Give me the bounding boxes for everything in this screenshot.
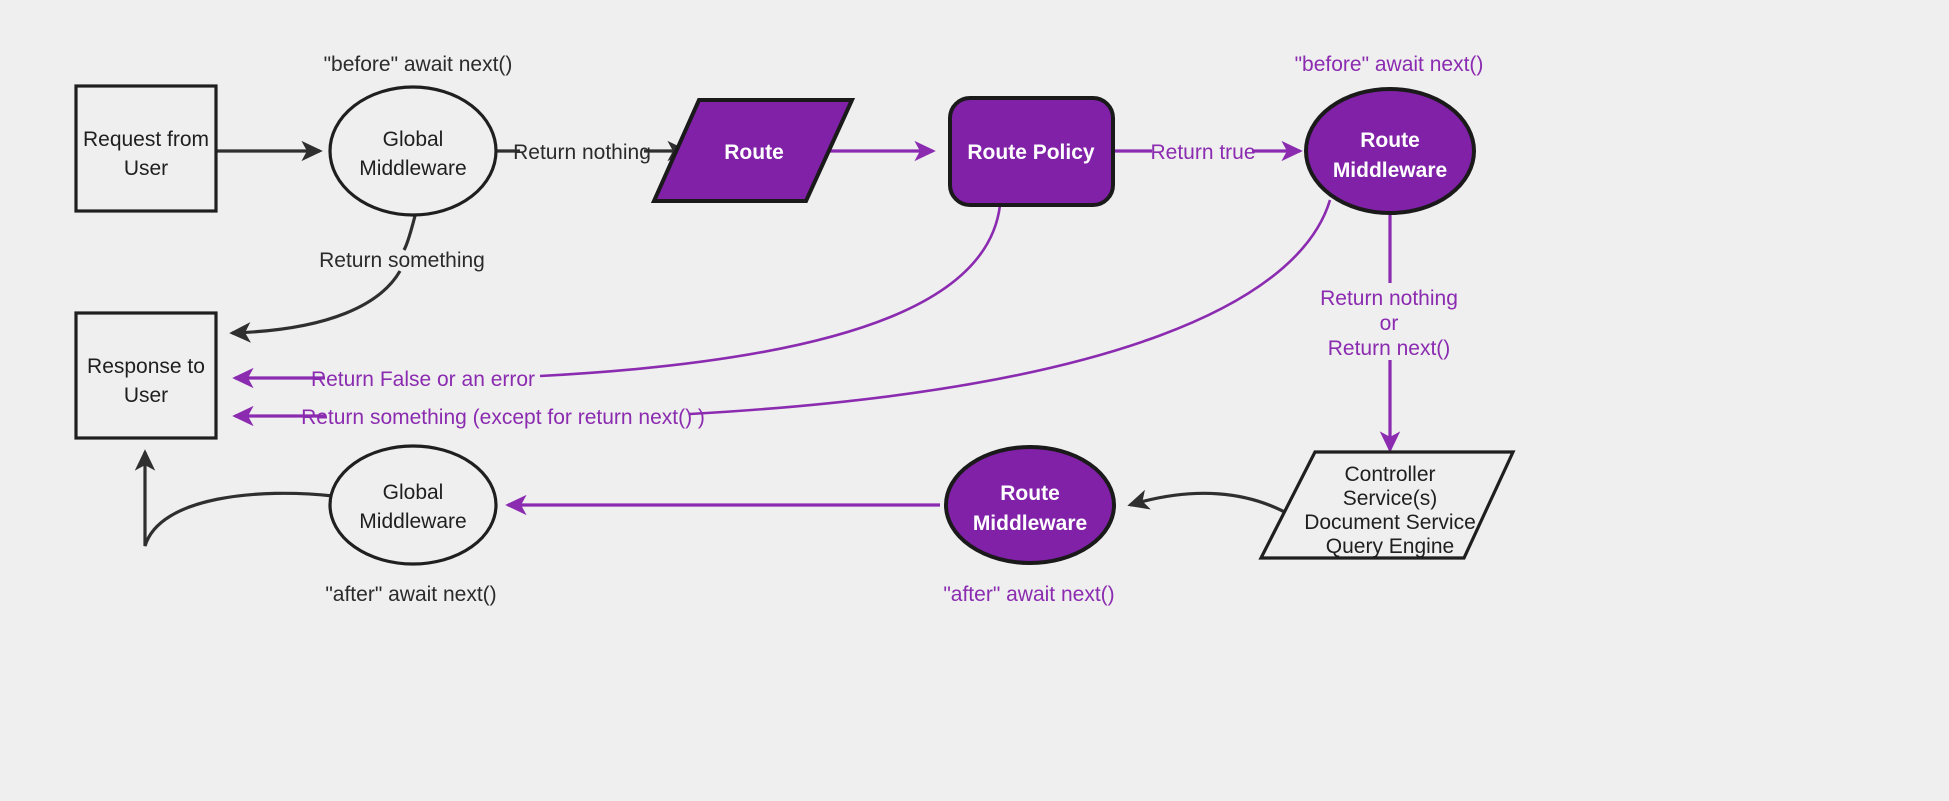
global-middleware-top-label-line1: Global — [383, 128, 444, 151]
route-middleware-bottom-label-line1: Route — [1000, 482, 1060, 505]
edge-label-return-nothing: Return nothing — [513, 141, 651, 164]
route-shape — [650, 98, 856, 203]
edge-global-middleware-bottom-to-response — [134, 449, 334, 547]
annotation-before-await-next-route: "before" await next() — [1295, 53, 1484, 76]
route-policy-shape — [948, 96, 1115, 207]
edge-label-return-something-except: Return something (except for return next… — [301, 406, 705, 429]
edge-route-middleware-to-label-return-something-except — [689, 199, 1332, 416]
node-route-policy[interactable]: Route Policy — [948, 96, 1115, 207]
node-route-middleware-bottom[interactable]: Route Middleware — [944, 445, 1116, 565]
edge-label-return-true: Return true — [1150, 141, 1255, 164]
controller-stack-label-line3: Document Service — [1304, 511, 1476, 534]
response-to-user-shape — [74, 311, 218, 440]
route-middleware-top-label-line1: Route — [1360, 129, 1420, 152]
controller-stack-label-line2: Service(s) — [1343, 487, 1438, 510]
response-to-user-label-line1: Response to — [87, 355, 205, 378]
edge-controller-to-route-middleware-bottom — [1127, 489, 1301, 523]
response-to-user-label-line2: User — [124, 384, 168, 407]
node-route-middleware-top[interactable]: Route Middleware — [1304, 87, 1476, 215]
node-controller-stack[interactable]: Controller Service(s) Document Service Q… — [1258, 450, 1516, 560]
node-global-middleware-bottom[interactable]: Global Middleware — [328, 444, 498, 566]
global-middleware-top-shape — [328, 85, 498, 217]
route-middleware-top-shape — [1304, 87, 1476, 215]
edge-label-return-nothing-or-next-line3: Return next() — [1328, 337, 1451, 360]
request-from-user-label-line2: User — [124, 157, 168, 180]
edge-label-return-false-or-error: Return False or an error — [311, 368, 535, 391]
node-response-to-user[interactable]: Response to User — [74, 311, 218, 440]
route-policy-label: Route Policy — [967, 141, 1095, 164]
edge-route-policy-to-label-return-false — [539, 204, 1002, 378]
annotation-after-await-next-route: "after" await next() — [943, 583, 1114, 606]
controller-stack-label-line4: Query Engine — [1326, 535, 1454, 558]
edge-label-return-nothing-or-next-line2: or — [1380, 312, 1399, 335]
route-middleware-bottom-shape — [944, 445, 1116, 565]
node-route[interactable]: Route — [650, 98, 856, 203]
annotation-before-await-next-global: "before" await next() — [324, 53, 513, 76]
edge-label-return-something-dark: Return something — [319, 249, 485, 272]
request-from-user-label-line1: Request from — [83, 128, 209, 151]
controller-stack-shape — [1258, 450, 1516, 560]
edge-label-return-something-to-response — [229, 270, 402, 343]
global-middleware-bottom-label-line2: Middleware — [359, 510, 466, 533]
node-global-middleware-top[interactable]: Global Middleware — [328, 85, 498, 217]
annotation-after-await-next-global: "after" await next() — [325, 583, 496, 606]
edge-label-return-nothing-or-next-line1: Return nothing — [1320, 287, 1458, 310]
request-from-user-shape — [74, 84, 218, 213]
route-label: Route — [724, 141, 784, 164]
route-middleware-bottom-label-line2: Middleware — [973, 512, 1087, 535]
controller-stack-label-line1: Controller — [1344, 463, 1435, 486]
route-middleware-top-label-line2: Middleware — [1333, 159, 1447, 182]
global-middleware-bottom-shape — [328, 444, 498, 566]
global-middleware-top-label-line2: Middleware — [359, 157, 466, 180]
global-middleware-bottom-label-line1: Global — [383, 481, 444, 504]
node-request-from-user[interactable]: Request from User — [74, 84, 218, 213]
